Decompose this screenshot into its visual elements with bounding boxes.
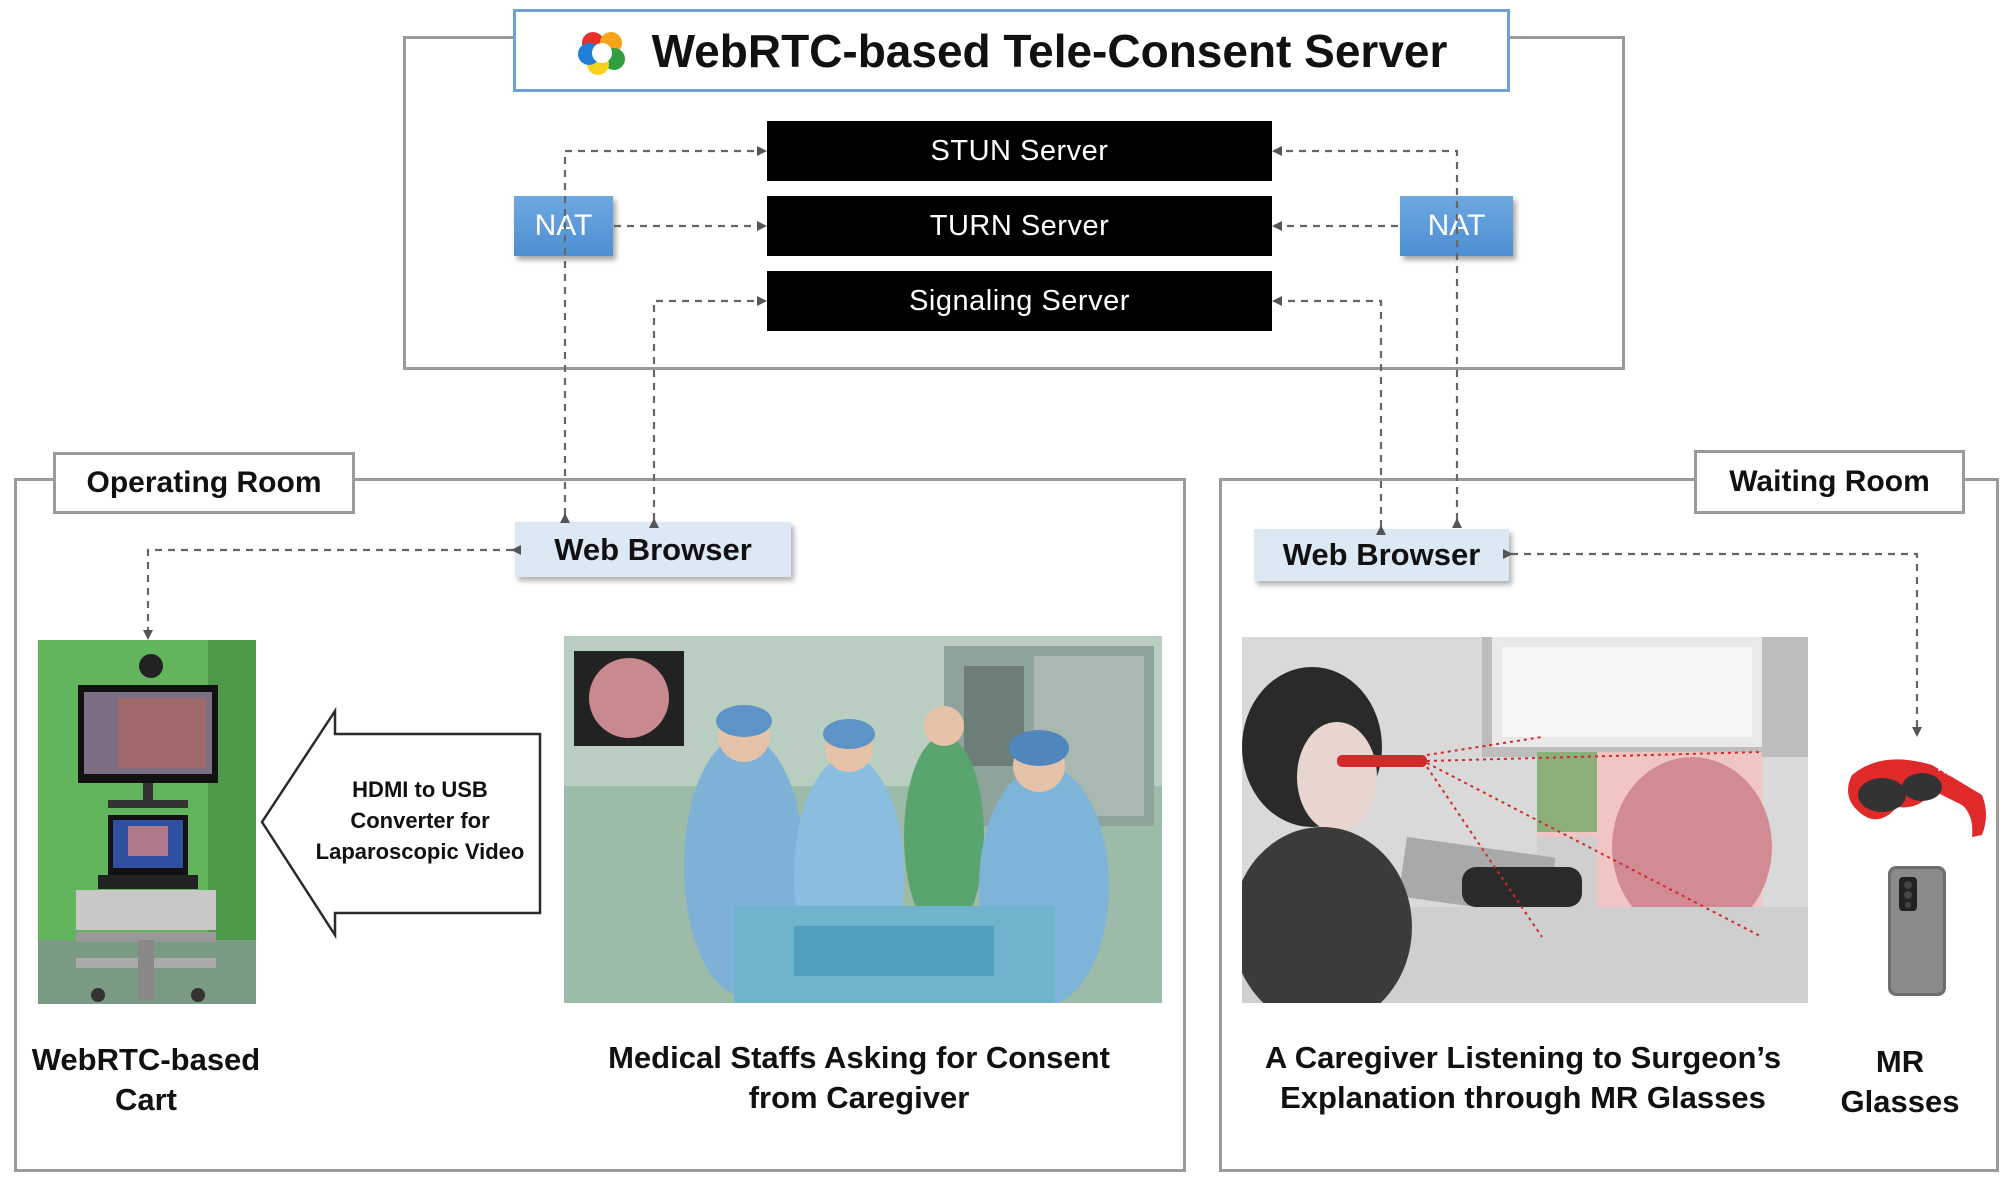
waiting-room-frame bbox=[1219, 478, 1999, 1172]
waiting-room-label: Waiting Room bbox=[1694, 450, 1965, 514]
mr-glasses-caption-line-2: Glasses bbox=[1840, 1084, 1960, 1119]
webrtc-logo-icon bbox=[577, 31, 625, 75]
nat-left-box: NAT bbox=[514, 196, 613, 256]
nat-right-box: NAT bbox=[1400, 196, 1513, 256]
staff-caption-line-2: from Caregiver bbox=[748, 1080, 970, 1115]
operating-room-label: Operating Room bbox=[53, 452, 355, 514]
medical-staff-photo bbox=[564, 636, 1162, 1003]
stun-server-bar: STUN Server bbox=[767, 121, 1272, 181]
staff-caption: Medical Staffs Asking for Consent from C… bbox=[574, 1038, 1144, 1118]
converter-line-2: Converter for bbox=[350, 808, 490, 833]
mr-glasses-photo: nreal bbox=[1842, 735, 1994, 845]
or-web-browser-box: Web Browser bbox=[515, 522, 791, 577]
wr-web-browser-box: Web Browser bbox=[1254, 529, 1509, 581]
webrtc-cart-photo bbox=[38, 640, 256, 1004]
caregiver-photo bbox=[1242, 637, 1808, 1003]
staff-caption-line-1: Medical Staffs Asking for Consent bbox=[608, 1040, 1110, 1075]
mr-glasses-caption: MR Glasses bbox=[1830, 1042, 1970, 1122]
mr-glasses-caption-line-1: MR bbox=[1875, 1044, 1925, 1079]
turn-server-bar: TURN Server bbox=[767, 196, 1272, 256]
converter-label: HDMI to USB Converter for Laparoscopic V… bbox=[305, 774, 535, 867]
smartphone-photo bbox=[1887, 865, 1947, 997]
server-title: WebRTC-based Tele-Consent Server bbox=[651, 24, 1448, 77]
converter-line-3: Laparoscopic Video bbox=[315, 839, 525, 864]
cart-caption-line-1: WebRTC-based bbox=[31, 1042, 261, 1077]
caregiver-caption-line-2: Explanation through MR Glasses bbox=[1280, 1080, 1766, 1115]
caregiver-caption-line-1: A Caregiver Listening to Surgeon’s bbox=[1264, 1040, 1782, 1075]
signaling-server-bar: Signaling Server bbox=[767, 271, 1272, 331]
caregiver-caption: A Caregiver Listening to Surgeon’s Expla… bbox=[1238, 1038, 1808, 1118]
cart-caption-line-2: Cart bbox=[114, 1082, 177, 1117]
cart-caption: WebRTC-based Cart bbox=[20, 1040, 272, 1120]
server-title-box: WebRTC-based Tele-Consent Server bbox=[513, 9, 1510, 92]
converter-line-1: HDMI to USB bbox=[352, 777, 488, 802]
